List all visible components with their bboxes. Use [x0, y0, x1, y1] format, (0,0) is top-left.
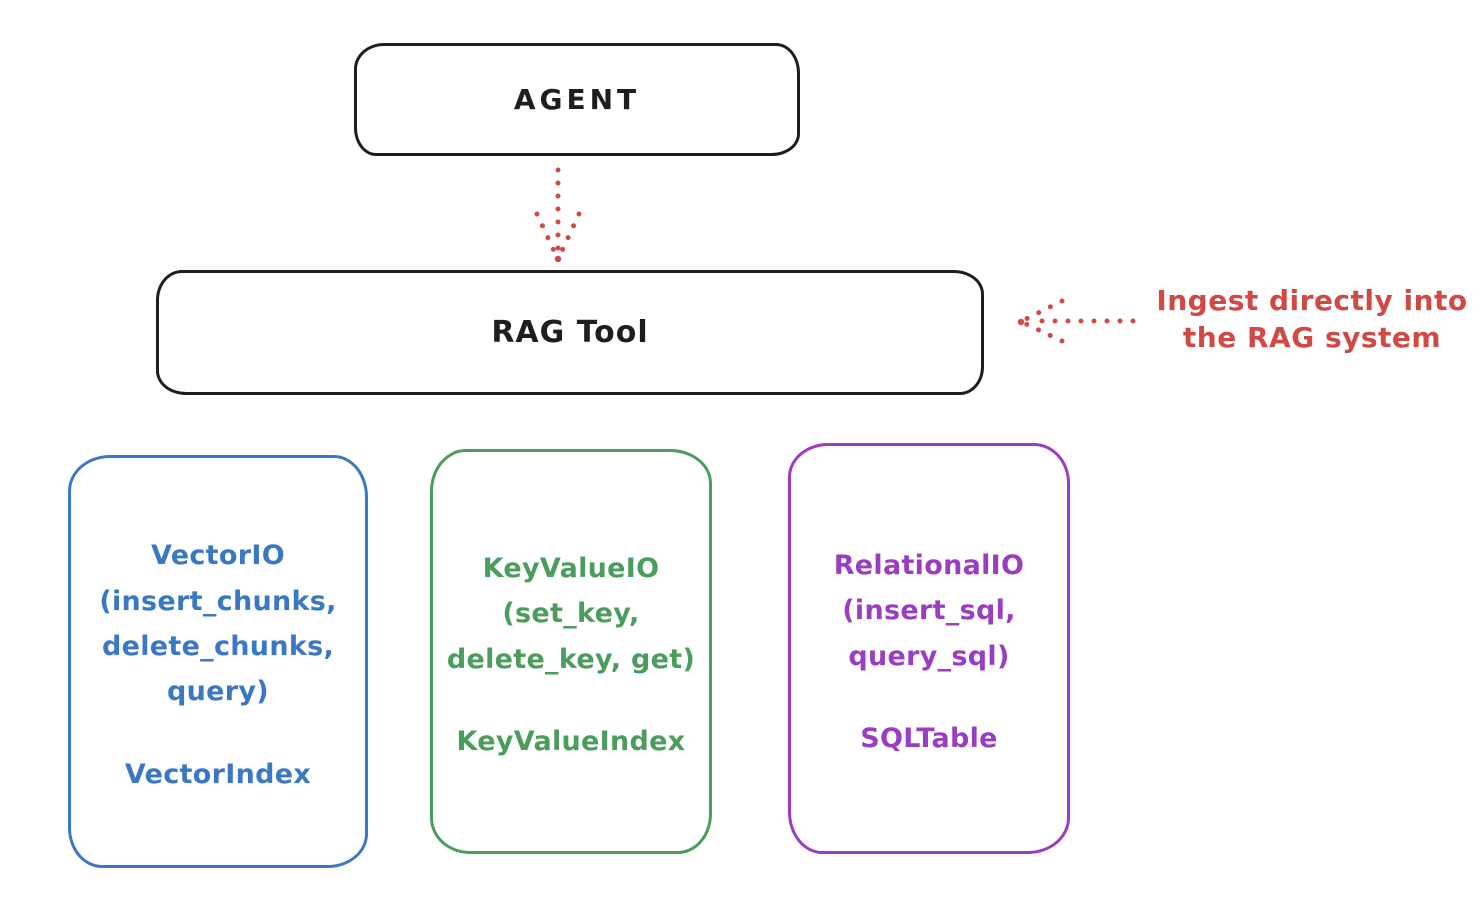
backend-box-keyvalue-io: KeyValueIO (set_key, delete_key, get) Ke…: [430, 449, 712, 854]
sql-table-label: SQLTable: [860, 723, 998, 755]
ingest-annotation: Ingest directly into the RAG system: [1156, 284, 1468, 354]
keyvalue-index-label: KeyValueIndex: [456, 726, 686, 758]
rag-tool-label: RAG Tool: [491, 315, 649, 350]
agent-label: AGENT: [513, 83, 641, 116]
keyvalue-io-interface-label: KeyValueIO (set_key, delete_key, get): [446, 552, 696, 675]
rag-tool-box: RAG Tool: [156, 270, 984, 395]
backend-box-relational-io: RelationalIO (insert_sql, query_sql) SQL…: [788, 443, 1070, 854]
annotation-to-rag-tool-arrow: [1017, 298, 1136, 344]
agent-box: AGENT: [354, 43, 800, 156]
vector-index-label: VectorIndex: [124, 758, 312, 790]
relational-io-interface-label: RelationalIO (insert_sql, query_sql): [833, 549, 1025, 672]
agent-to-rag-tool-arrow: [534, 167, 582, 263]
vector-io-interface-label: VectorIO (insert_chunks, delete_chunks, …: [99, 540, 337, 708]
backend-box-vector-io: VectorIO (insert_chunks, delete_chunks, …: [68, 455, 368, 868]
